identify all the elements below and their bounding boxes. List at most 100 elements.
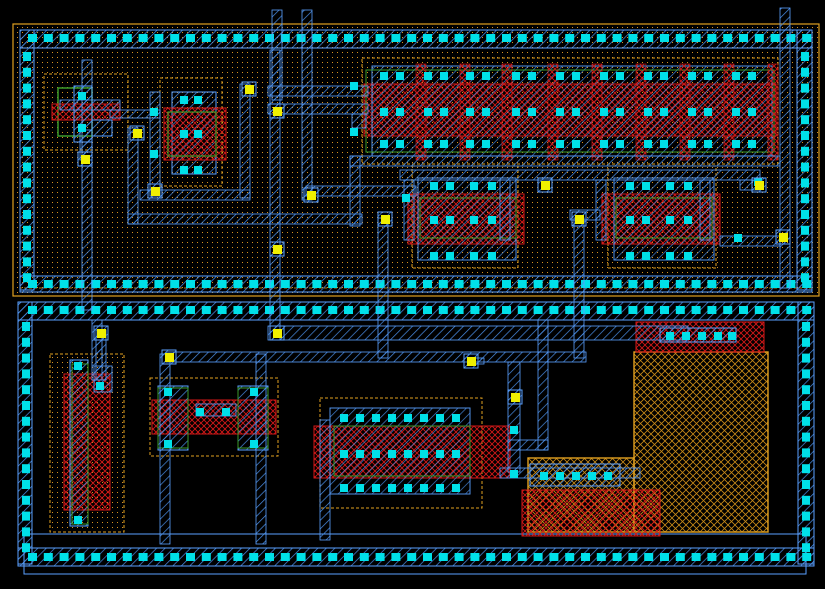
rail-contact [801, 131, 809, 140]
array-contact [380, 72, 388, 80]
array-contact [466, 140, 474, 148]
rail-contact [59, 280, 69, 288]
rail-contact [328, 553, 338, 561]
array-contact [466, 72, 474, 80]
rail-contact [801, 178, 809, 188]
rail-contact [660, 34, 669, 42]
rail-contact [802, 511, 810, 521]
metal-wire [779, 7, 791, 289]
rail-contact [391, 280, 401, 288]
rail-contact [23, 273, 31, 283]
device-contact [356, 450, 364, 458]
via [273, 329, 282, 338]
rail-contact [170, 280, 180, 288]
metal-wire [159, 353, 171, 545]
rail-contact [328, 306, 338, 314]
rail-contact [138, 306, 148, 314]
device-contact [350, 82, 358, 90]
rail-contact [502, 553, 511, 561]
rail-contact [107, 553, 116, 561]
device-contact [250, 440, 258, 448]
array-contact [748, 140, 756, 148]
device-contact [420, 484, 428, 492]
device-contact [180, 166, 188, 174]
rail-contact [344, 553, 353, 561]
rail-contact [107, 34, 116, 42]
array-contact [396, 108, 404, 116]
rail-contact [533, 553, 543, 561]
device-contact [250, 388, 258, 396]
via [307, 191, 316, 200]
via [97, 329, 106, 338]
rail-contact [754, 280, 764, 288]
metal-wire [351, 113, 367, 129]
array-contact [512, 72, 520, 80]
rail-contact [596, 34, 606, 42]
device-contact [572, 472, 580, 480]
rail-contact [628, 280, 638, 288]
rail-contact [801, 52, 809, 61]
rail-contact [280, 280, 290, 288]
metal-wire [109, 109, 161, 119]
rail-contact [59, 553, 69, 561]
device-contact [164, 440, 172, 448]
rail-contact [186, 34, 195, 42]
rail-contact [75, 280, 85, 288]
device-contact [388, 450, 396, 458]
rail-contact [249, 306, 259, 314]
rail-contact [423, 553, 432, 561]
device-contact [356, 484, 364, 492]
rail-contact [802, 495, 810, 505]
rail-contact [391, 553, 401, 561]
device-contact [488, 252, 496, 260]
via [273, 245, 282, 254]
rail-contact [723, 306, 733, 314]
device-contact [684, 216, 692, 224]
rail-contact [801, 67, 809, 77]
device-contact [666, 182, 674, 190]
rail-contact [233, 553, 243, 561]
rail-contact [22, 511, 30, 521]
metal-wire [699, 179, 711, 241]
rail-contact [786, 306, 796, 314]
rail-contact [154, 306, 164, 314]
rail-contact [802, 432, 810, 442]
device-contact [194, 96, 202, 104]
device-contact [666, 252, 674, 260]
device-contact [356, 414, 364, 422]
metal-wire [165, 351, 587, 363]
metal-wire [499, 467, 641, 479]
array-contact [380, 108, 388, 116]
rail-contact [502, 34, 511, 42]
rail-contact [296, 280, 306, 288]
device-contact [642, 182, 650, 190]
rail-contact [802, 280, 812, 288]
rail-contact [644, 34, 654, 42]
rail-contact [312, 280, 322, 288]
rail-contact [754, 553, 764, 561]
array-contact [572, 140, 580, 148]
device-contact [388, 414, 396, 422]
rail-contact [739, 553, 748, 561]
rail-contact [23, 257, 31, 267]
rail-contact [217, 34, 227, 42]
rail-contact [423, 306, 432, 314]
rail-contact [707, 34, 717, 42]
rail-contact [265, 306, 274, 314]
rail-contact [122, 280, 132, 288]
rail-contact [675, 34, 685, 42]
rail-contact [470, 34, 480, 42]
rail-contact [707, 306, 717, 314]
rail-contact [581, 306, 590, 314]
rail-contact [517, 280, 527, 288]
rail-contact [801, 99, 809, 109]
array-contact [616, 108, 624, 116]
array-contact [644, 72, 652, 80]
device-contact [150, 108, 158, 116]
rail-contact [23, 131, 31, 140]
device-contact [180, 96, 188, 104]
rail-contact [407, 306, 417, 314]
array-contact [660, 140, 668, 148]
array-contact [688, 72, 696, 80]
rail-contact [454, 280, 464, 288]
